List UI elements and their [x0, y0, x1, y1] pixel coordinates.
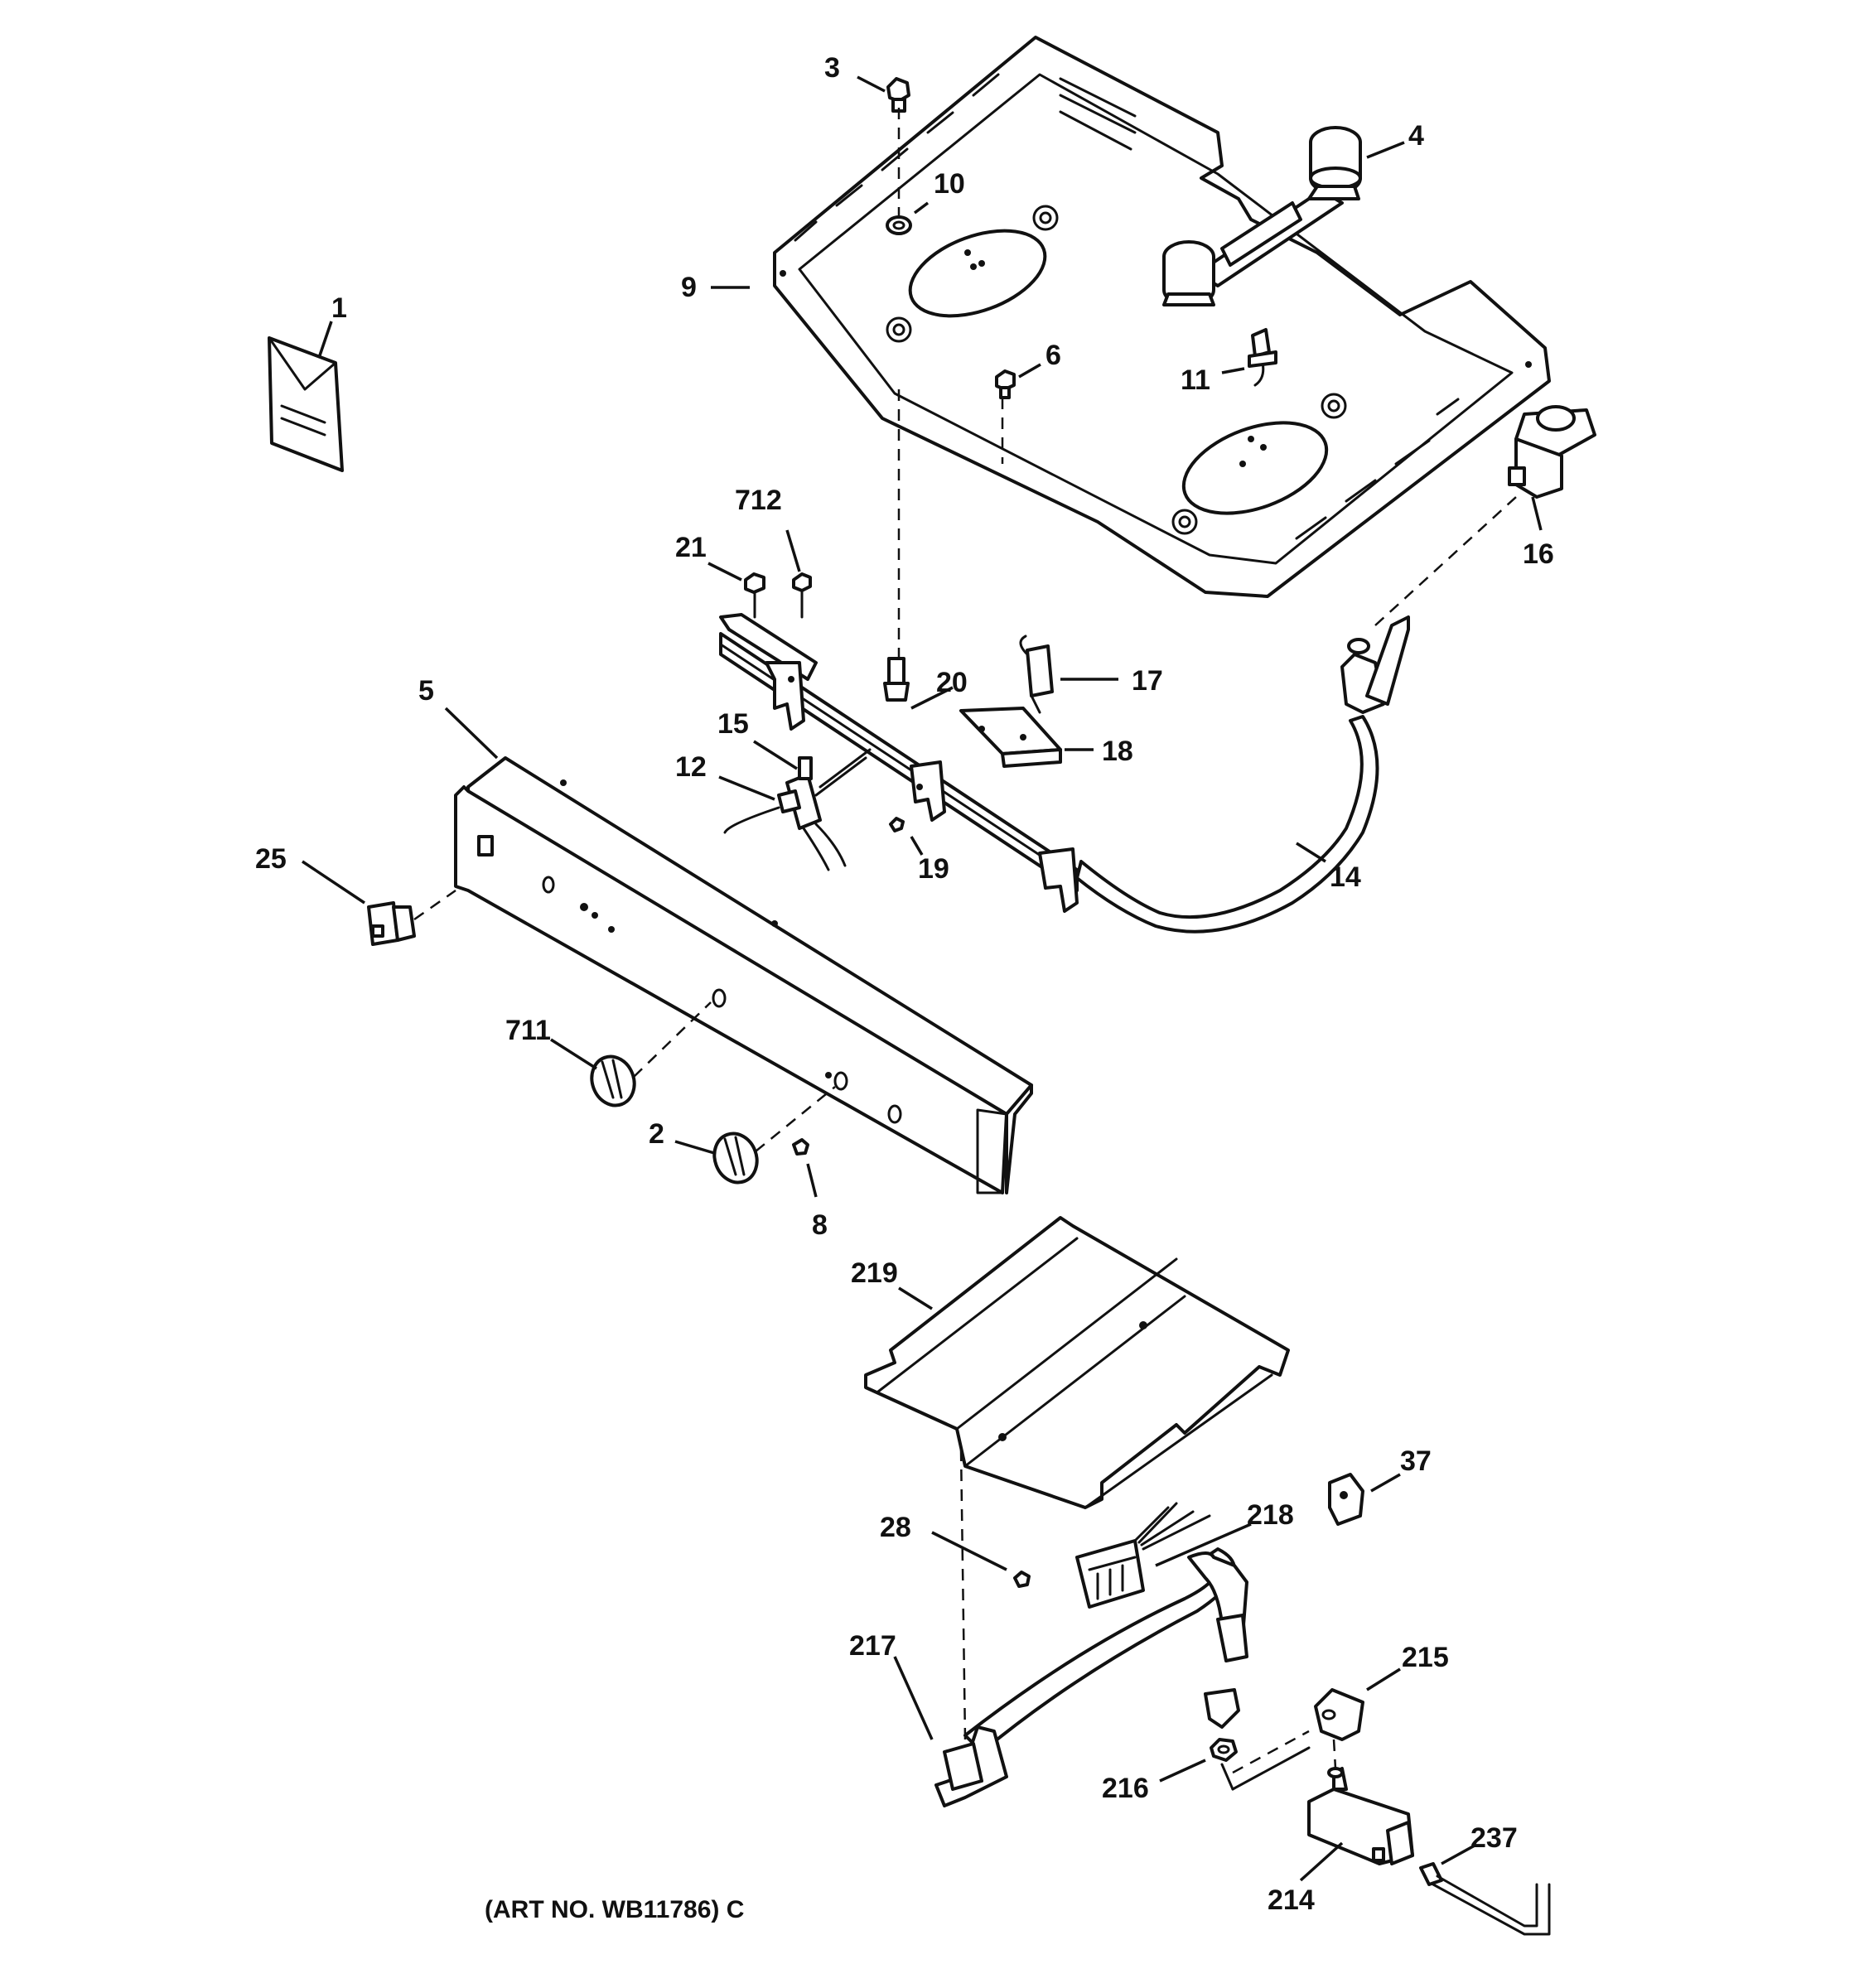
callout-37: 37: [1400, 1445, 1432, 1477]
part-2-knob: [674, 1132, 759, 1185]
part-218-igniter: [1075, 1502, 1252, 1609]
callout-216: 216: [1102, 1773, 1149, 1804]
part-4-surface-burners: [1162, 126, 1405, 306]
callout-16: 16: [1523, 538, 1554, 570]
box-slots: [794, 73, 1460, 540]
callout-17: 17: [1132, 665, 1163, 697]
part-37-plate: [1328, 1473, 1401, 1526]
callout-10: 10: [934, 168, 965, 200]
part-16-regulator: [1508, 405, 1596, 531]
callout-218: 218: [1247, 1499, 1294, 1531]
callout-711: 711: [505, 1015, 551, 1046]
callout-18: 18: [1102, 736, 1133, 767]
part-6-screw: [995, 363, 1041, 399]
callout-20: 20: [936, 667, 968, 698]
callout-12: 12: [675, 751, 707, 783]
callout-28: 28: [880, 1512, 911, 1543]
callout-215: 215: [1402, 1642, 1449, 1673]
callout-5: 5: [418, 675, 434, 707]
part-237-thermostat-tube: [1419, 1844, 1551, 1936]
part-11-spark-electrode: [1221, 328, 1277, 387]
callout-6: 6: [1045, 340, 1061, 371]
part-28-screw: [931, 1531, 1031, 1588]
callout-25: 25: [255, 843, 287, 875]
part-1-literature: [268, 321, 344, 472]
part-8-screw: [792, 1138, 818, 1198]
callout-3: 3: [824, 52, 840, 84]
part-215-bracket: [1314, 1667, 1401, 1741]
part-711-knob: [550, 1038, 636, 1107]
part-3-screw: [857, 75, 910, 113]
part-9-burner-box: [773, 36, 1551, 598]
callout-11: 11: [1181, 364, 1210, 396]
callout-237: 237: [1470, 1822, 1518, 1854]
callout-14: 14: [1330, 861, 1361, 893]
callout-19: 19: [918, 853, 949, 885]
art-number: (ART NO. WB11786) C: [485, 1896, 744, 1923]
callout-4: 4: [1408, 120, 1424, 152]
callout-214: 214: [1268, 1884, 1315, 1916]
part-217-oven-burner: [893, 1547, 1248, 1807]
part-5-control-panel: [444, 707, 1033, 1194]
part-216-fitting: [1159, 1688, 1240, 1783]
callout-labels: 1 2 3 4 5 6 8 9 10 11 12 14 15 16 17 18 …: [255, 52, 1554, 1916]
callout-9: 9: [681, 272, 697, 303]
burner-pad-left: [908, 229, 1047, 318]
assembly-lines: [413, 108, 1517, 1791]
callout-712: 712: [735, 485, 782, 516]
manifold-bracket-assembly: [707, 529, 1118, 913]
callout-21: 21: [675, 532, 707, 563]
burner-pad-right: [1181, 421, 1329, 515]
callout-1: 1: [331, 292, 347, 324]
callout-15: 15: [717, 708, 749, 740]
part-14-manifold-tube: [1075, 615, 1410, 934]
callout-217: 217: [849, 1630, 896, 1662]
callout-2: 2: [649, 1118, 664, 1150]
part-214-safety-valve: [1299, 1767, 1414, 1882]
callout-219: 219: [851, 1257, 898, 1289]
callout-8: 8: [812, 1209, 828, 1241]
part-25-clip: [302, 860, 416, 946]
part-219-shield: [864, 1216, 1290, 1509]
